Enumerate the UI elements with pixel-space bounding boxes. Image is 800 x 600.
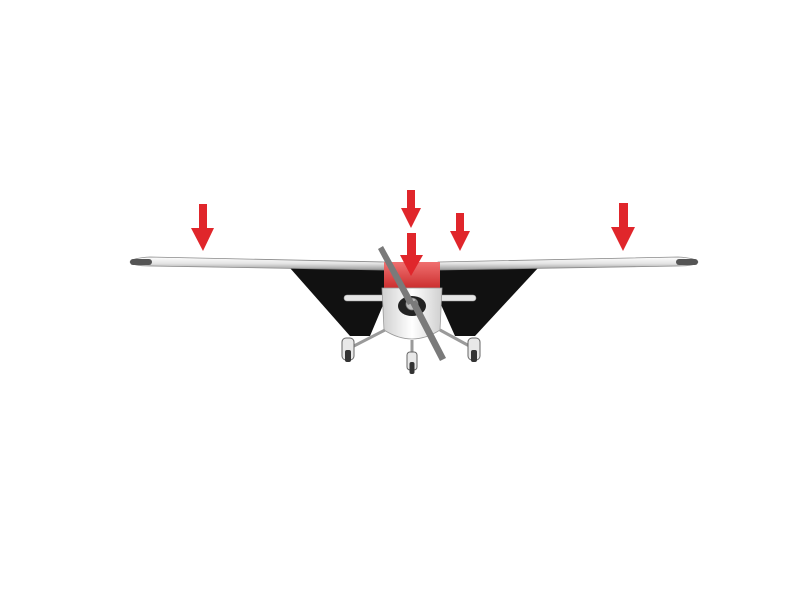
landing-gear [341, 328, 481, 374]
left-wingtip [130, 259, 152, 265]
propeller-blade-upper [378, 246, 414, 305]
down-arrow-icon [611, 203, 635, 251]
down-arrow-icon [191, 204, 214, 251]
left-wing [129, 256, 387, 271]
left-gear-leg [349, 328, 386, 350]
nose-tire [409, 362, 415, 374]
down-arrow-icon [400, 233, 423, 276]
propeller-blade-lower [410, 300, 446, 361]
right-wing [437, 256, 699, 271]
left-tire [345, 350, 351, 362]
left-wing-underside [290, 268, 386, 336]
down-arrow-icon [401, 190, 421, 228]
right-wing-underside [438, 268, 538, 336]
right-wingtip [676, 259, 698, 265]
wing-underside [290, 268, 538, 336]
propeller [378, 246, 446, 361]
force-arrows [191, 190, 635, 276]
wing [129, 256, 699, 271]
right-tire [471, 350, 477, 362]
down-arrow-icon [450, 213, 470, 251]
